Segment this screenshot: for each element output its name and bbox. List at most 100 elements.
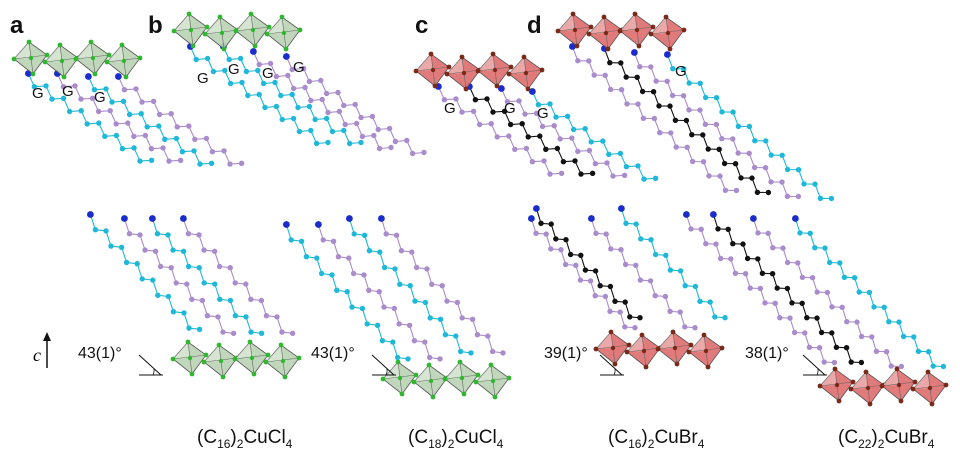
halide-atom xyxy=(663,14,669,20)
carbon-atom xyxy=(193,56,199,63)
carbon-atom xyxy=(393,232,400,238)
carbon-atom xyxy=(469,316,476,322)
halide-atom xyxy=(44,52,50,58)
carbon-atom xyxy=(273,73,280,80)
halide-atom xyxy=(865,385,871,391)
carbon-atom xyxy=(335,254,342,260)
angle-arc xyxy=(613,368,616,376)
carbon-atom xyxy=(201,247,207,253)
carbon-atom xyxy=(300,65,307,72)
halide-atom xyxy=(701,332,707,338)
halide-atom xyxy=(608,329,614,335)
carbon-atom xyxy=(635,163,641,169)
carbon-atom xyxy=(353,120,360,127)
carbon-atom xyxy=(220,329,226,335)
carbon-atom xyxy=(667,308,673,314)
carbon-atom xyxy=(376,289,382,295)
carbon-atom xyxy=(592,268,599,274)
carbon-atom xyxy=(123,259,130,266)
carbon-atom xyxy=(494,134,500,140)
carbon-atom xyxy=(156,111,163,118)
halide-atom xyxy=(57,42,63,48)
tilt-angle-marks xyxy=(138,354,827,376)
octahedron-face xyxy=(266,345,283,362)
carbon-atom xyxy=(279,116,285,123)
halide-atom xyxy=(912,379,918,385)
halide-atom xyxy=(488,362,494,368)
octahedron-face xyxy=(447,57,464,74)
carbon-atom xyxy=(453,333,459,339)
panel-label-a: a xyxy=(10,12,24,39)
carbon-atom xyxy=(484,96,490,102)
halide-atom xyxy=(233,28,239,34)
carbon-atom xyxy=(807,230,813,236)
carbon-atom xyxy=(683,117,690,124)
halide-atom xyxy=(665,30,671,36)
carbon-atom xyxy=(791,329,798,336)
carbon-atom xyxy=(325,139,331,146)
carbon-atom xyxy=(186,123,192,129)
nitrogen-atom xyxy=(683,211,690,218)
carbon-atom xyxy=(142,132,149,139)
carbon-atom xyxy=(507,121,514,128)
halide-atom xyxy=(929,401,935,407)
carbon-atom xyxy=(841,274,848,280)
halide-atom xyxy=(927,385,933,391)
carbon-atom xyxy=(623,74,629,80)
carbon-atom xyxy=(746,123,753,130)
carbon-atom xyxy=(700,159,707,165)
head-group-label: G xyxy=(32,85,44,102)
carbon-atom xyxy=(474,332,481,338)
carbon-atom xyxy=(684,144,690,150)
alkyl-chain-a-top-0 xyxy=(25,70,155,164)
halide-atom xyxy=(601,14,607,20)
carbon-atom xyxy=(84,121,90,127)
carbon-atom xyxy=(582,126,588,132)
carbon-atom xyxy=(652,175,659,181)
halide-atom xyxy=(399,391,405,397)
carbon-atom xyxy=(607,308,613,314)
carbon-atom xyxy=(125,120,131,126)
carbon-atom xyxy=(787,315,793,321)
carbon-atom xyxy=(799,300,805,306)
carbon-atom xyxy=(177,157,184,163)
carbon-atom xyxy=(285,72,291,79)
halide-atom xyxy=(189,371,195,377)
halide-atom xyxy=(588,24,594,30)
carbon-atom xyxy=(828,195,835,202)
carbon-atom xyxy=(168,111,174,117)
halide-atom xyxy=(863,369,869,375)
halide-atom xyxy=(220,374,226,380)
carbon-atom xyxy=(267,60,274,67)
nitrogen-atom xyxy=(618,205,625,212)
alkyl-chain-a-bottom-1 xyxy=(121,215,237,336)
carbon-atom xyxy=(597,283,603,289)
octahedra-row-b-top xyxy=(171,11,303,52)
halide-atom xyxy=(670,329,676,335)
halide-atom xyxy=(264,31,270,37)
carbon-atom xyxy=(394,354,401,361)
carbon-atom xyxy=(721,160,728,167)
carbon-atom xyxy=(829,304,835,310)
carbon-atom xyxy=(639,88,646,95)
angle-ray xyxy=(138,354,162,376)
carbon-atom xyxy=(653,78,659,84)
carbon-atom xyxy=(728,256,734,262)
octahedron-face xyxy=(107,45,124,62)
halide-atom xyxy=(123,74,129,80)
carbon-atom xyxy=(352,101,358,108)
carbon-atom xyxy=(682,283,688,289)
alkyl-chain-b-bottom-2 xyxy=(346,215,474,356)
carbon-atom xyxy=(529,159,536,165)
carbon-atom xyxy=(131,145,137,151)
carbon-atom xyxy=(769,271,776,277)
carbon-atom xyxy=(422,339,428,345)
carbon-atom xyxy=(72,83,78,89)
halide-atom xyxy=(817,383,823,389)
carbon-atom xyxy=(757,285,764,292)
carbon-atom xyxy=(398,248,405,254)
carbon-atom xyxy=(563,237,569,243)
carbon-atom xyxy=(155,292,161,298)
halide-atom xyxy=(204,24,210,30)
carbon-atom xyxy=(388,144,394,151)
